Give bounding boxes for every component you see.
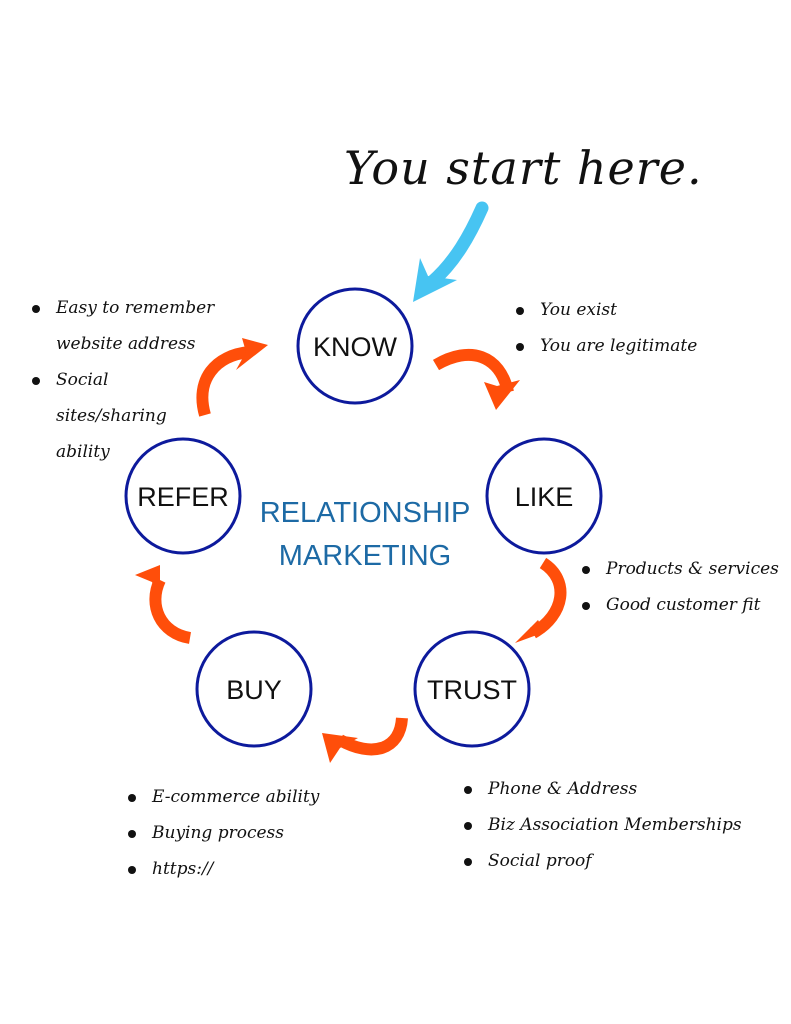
headline: You start here. xyxy=(344,141,703,195)
arrow-trust-to-buy-icon xyxy=(322,717,408,763)
stage-refer: REFER xyxy=(124,437,242,555)
note-item: You exist xyxy=(514,292,697,328)
note-item: Social proof xyxy=(462,843,742,879)
arrow-know-to-like-icon xyxy=(432,348,520,410)
stage-label-buy: BUY xyxy=(226,675,282,705)
stage-label-refer: REFER xyxy=(137,482,229,512)
stage-label-trust: TRUST xyxy=(427,675,517,705)
center-title-line2: MARKETING xyxy=(279,540,451,572)
note-item: Good customer fit xyxy=(580,587,779,623)
stage-like: LIKE xyxy=(485,437,603,555)
note-line: website address xyxy=(56,334,196,354)
note-item: Phone & Address xyxy=(462,771,742,807)
note-item: Products & services xyxy=(580,551,779,587)
note-item: Social sites/sharing ability xyxy=(30,362,214,470)
note-line: ability xyxy=(56,442,110,462)
note-item: Buying process xyxy=(126,815,319,851)
notes-buy: E-commerce ability Buying process https:… xyxy=(126,779,319,887)
note-item: You are legitimate xyxy=(514,328,697,364)
note-line: Easy to remember xyxy=(56,298,215,318)
stage-label-know: KNOW xyxy=(313,332,398,362)
note-item: E-commerce ability xyxy=(126,779,319,815)
note-item: Biz Association Memberships xyxy=(462,807,742,843)
arrow-buy-to-refer-icon xyxy=(135,565,192,644)
center-title-line1: RELATIONSHIP xyxy=(260,497,471,529)
note-line: sites/sharing xyxy=(56,406,167,426)
stage-know: KNOW xyxy=(296,287,414,405)
start-arrow-icon xyxy=(413,201,489,302)
note-item: https:// xyxy=(126,851,319,887)
note-line: Social xyxy=(56,370,109,390)
stage-trust: TRUST xyxy=(413,630,531,748)
stage-buy: BUY xyxy=(195,630,313,748)
arrow-like-to-trust-icon xyxy=(515,557,567,643)
notes-trust: Phone & Address Biz Association Membersh… xyxy=(462,771,742,879)
stage-label-like: LIKE xyxy=(515,482,574,512)
notes-know: You exist You are legitimate xyxy=(514,292,697,364)
notes-refer: Easy to remember website address Social … xyxy=(30,290,214,470)
note-item: Easy to remember website address xyxy=(30,290,214,362)
notes-like: Products & services Good customer fit xyxy=(580,551,779,623)
arrow-refer-to-know-icon xyxy=(196,338,268,417)
